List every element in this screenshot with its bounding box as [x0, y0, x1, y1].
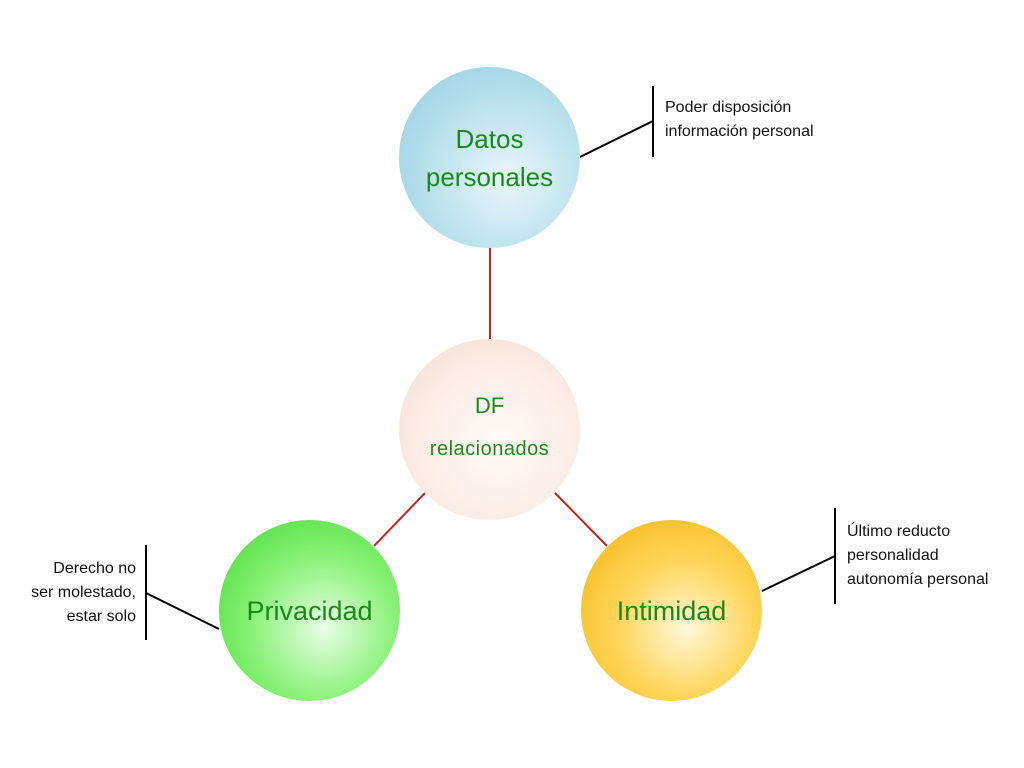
- node-df-relacionados: DF relacionados: [399, 339, 580, 520]
- node-privacidad-label: Privacidad: [246, 595, 373, 626]
- bracket-line-privacidad: [145, 592, 220, 630]
- connector-center-privacidad: [373, 492, 426, 547]
- node-df-label: DF: [474, 392, 505, 418]
- bracket-line-datos: [579, 120, 654, 158]
- node-privacidad: Privacidad: [219, 520, 400, 701]
- node-datos-personales: Datos personales: [399, 67, 580, 248]
- node-df-sublabel: relacionados: [429, 437, 550, 460]
- node-datos-personales-label: Datos personales: [425, 123, 554, 192]
- note-privacidad: Derecho no ser molestado, estar solo: [31, 560, 136, 625]
- note-intimidad: Último reducto personalidad autonomía pe…: [847, 523, 989, 588]
- note-datos-personales: Poder disposición información personal: [665, 99, 814, 140]
- node-intimidad: Intimidad: [581, 520, 762, 701]
- bracket-line-intimidad: [761, 555, 836, 592]
- node-intimidad-label: Intimidad: [616, 595, 727, 626]
- connector-center-intimidad: [554, 492, 608, 547]
